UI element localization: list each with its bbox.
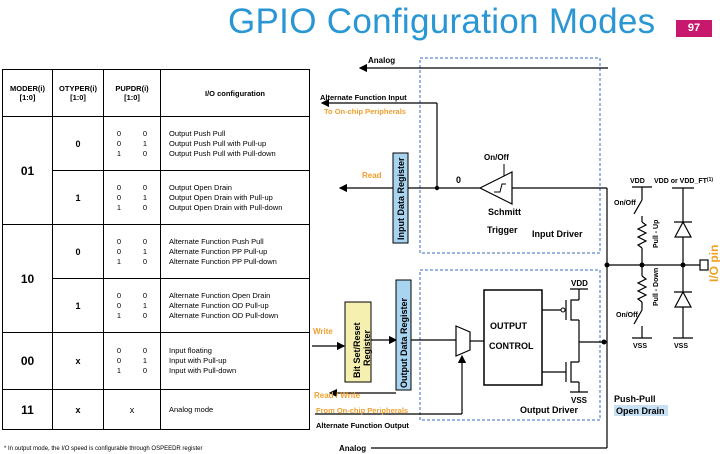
output-data-register	[395, 279, 412, 391]
on-off-down-label: On/Off	[616, 312, 638, 319]
vdd-pin-label: VDD	[630, 178, 645, 185]
footnote: * In output mode, the I/O speed is confi…	[4, 446, 203, 452]
input-data-register-label: Input Data Register	[396, 157, 406, 240]
io-pin-label: I/O pin	[707, 245, 720, 282]
zero-label: 0	[456, 175, 461, 185]
io-config-cell: Analog mode	[160, 389, 310, 430]
analog-bottom-label: Analog	[339, 444, 366, 453]
schmitt-trigger	[478, 171, 513, 205]
pull-up-label: Pull - Up	[653, 220, 660, 248]
to-onchip-label: To On-chip Peripherals	[324, 107, 406, 116]
moder-cell: 10	[2, 224, 53, 333]
analog-top-label: Analog	[368, 56, 395, 65]
alt-func-output-label: Alternate Function Output	[316, 421, 409, 430]
schmitt-label: Schmitt	[488, 207, 521, 217]
open-drain-label: Open Drain	[616, 406, 665, 416]
vdd-top-label: VDD	[571, 279, 588, 288]
table-header-row: MODER(i) [1:0] OTYPER(i) [1:0] PUPDR(i) …	[2, 69, 310, 117]
header-otyper: OTYPER(i) [1:0]	[52, 69, 104, 117]
pull-down-label: Pull - Down	[653, 268, 660, 306]
vss-bottom-label: VSS	[571, 396, 588, 405]
alt-func-input-label: Alternate Function Input	[320, 93, 407, 102]
write-label: Write	[313, 327, 333, 336]
moder-cell: 11	[2, 389, 53, 430]
moder-cell: 00	[2, 332, 53, 390]
on-off-up-label: On/Off	[614, 200, 636, 207]
output-control-label-1: OUTPUT	[490, 321, 528, 331]
read-write-label: Read / Write	[314, 391, 361, 400]
table-row: 11 x x Analog mode	[2, 389, 310, 430]
moder-cell: 01	[2, 116, 53, 225]
output-mux	[455, 325, 471, 357]
slide-number-badge: 97	[676, 20, 712, 37]
output-driver-box	[419, 269, 601, 421]
pupdr-cell: x	[103, 389, 161, 430]
open-drain-highlight	[614, 405, 668, 416]
read-label: Read	[362, 171, 382, 180]
header-io-config: I/O configuration	[160, 69, 310, 117]
otyper-cell: x	[52, 389, 104, 430]
vss-left-label: VSS	[633, 343, 647, 350]
header-moder: MODER(i) [1:0]	[2, 69, 53, 117]
bit-set-reset-label-1: Bit Set/Reset	[352, 322, 362, 378]
push-pull-label: Push-Pull	[614, 394, 656, 404]
output-data-register-label: Output Data Register	[399, 297, 409, 388]
diode-lower	[674, 290, 692, 308]
header-pupdr: PUPDR(i) [1:0]	[103, 69, 161, 117]
schmitt-on-off-label: On/Off	[484, 153, 509, 162]
gpio-config-table: MODER(i) [1:0] OTYPER(i) [1:0] PUPDR(i) …	[2, 69, 310, 430]
input-driver-label: Input Driver	[532, 229, 583, 239]
vss-right-label: VSS	[674, 343, 688, 350]
header-otyper-text: OTYPER(i) [1:0]	[59, 84, 97, 102]
diode-upper	[674, 220, 692, 238]
output-control-label-2: CONTROL	[489, 341, 534, 351]
output-control-box	[483, 289, 543, 386]
otyper-cell: 1	[52, 170, 104, 225]
bit-set-reset-register	[344, 301, 372, 383]
input-data-register	[392, 152, 409, 244]
input-driver-box	[419, 57, 601, 254]
header-pupdr-text: PUPDR(i) [1:0]	[115, 84, 149, 102]
from-onchip-label: From On-chip Peripherals	[316, 406, 408, 415]
header-io-config-text: I/O configuration	[205, 88, 265, 98]
otyper-cell: x	[52, 332, 104, 390]
header-moder-text: MODER(i) [1:0]	[10, 84, 45, 102]
io-pin-pad	[699, 259, 709, 271]
output-driver-label: Output Driver	[520, 405, 579, 415]
vdd-or-ft-label: VDD or VDD_FT(1)	[654, 177, 713, 185]
bit-set-reset-label-2: Register	[362, 329, 372, 366]
slide-title: GPIO Configuration Modes	[228, 2, 656, 41]
trigger-label: Trigger	[487, 225, 518, 235]
